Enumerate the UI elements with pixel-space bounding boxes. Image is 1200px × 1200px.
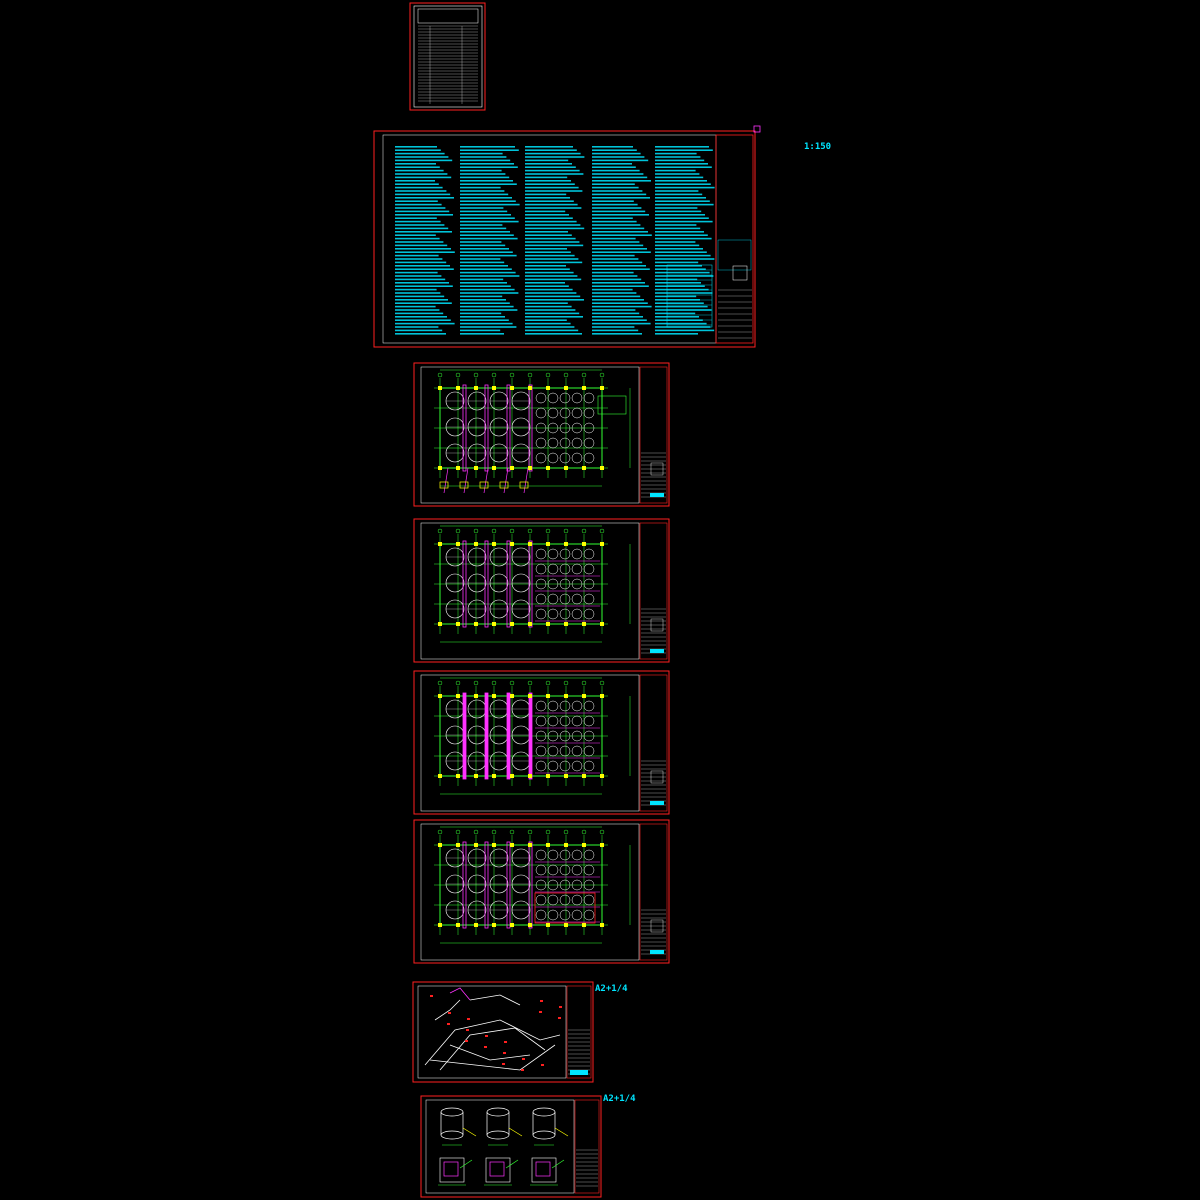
sheet-plan[interactable] xyxy=(413,819,670,964)
sheet-isometric-piping[interactable] xyxy=(412,981,594,1083)
sheet-design-notes[interactable] xyxy=(373,125,761,348)
sheet-size-label-a: A2+1/4 xyxy=(595,984,628,994)
sheet-plan[interactable] xyxy=(413,362,670,507)
sheet-details[interactable] xyxy=(420,1095,602,1198)
sheet-index[interactable] xyxy=(409,2,486,111)
scale-note: 1:150 xyxy=(804,142,832,152)
sheet-plan[interactable] xyxy=(413,670,670,815)
sheet-plan[interactable] xyxy=(413,518,670,663)
sheet-size-label-b: A2+1/4 xyxy=(603,1094,636,1104)
